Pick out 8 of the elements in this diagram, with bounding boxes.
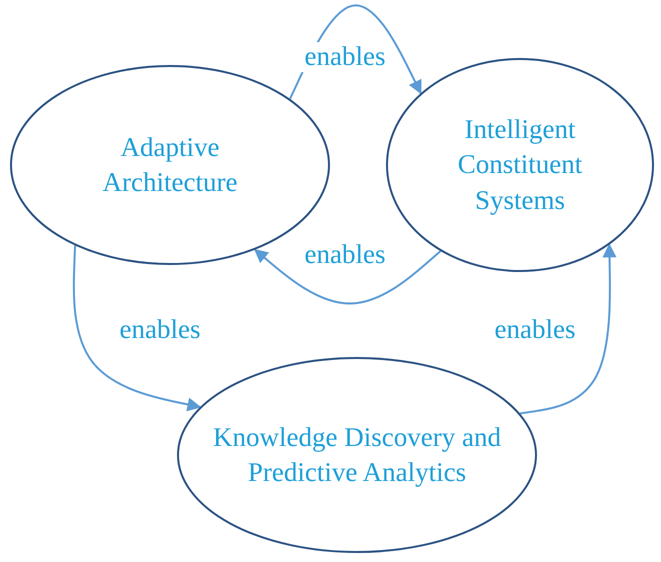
node-label: Knowledge Discovery and Predictive Analytics [212,420,502,489]
node-label: Intelligent Constituent Systems [456,113,584,217]
ellipse-node [386,58,654,272]
arrow [520,243,617,414]
ellipse-node [177,357,537,553]
node-label: Adaptive Architecture [102,130,238,199]
arrow [72,245,202,412]
arrow [254,248,442,304]
